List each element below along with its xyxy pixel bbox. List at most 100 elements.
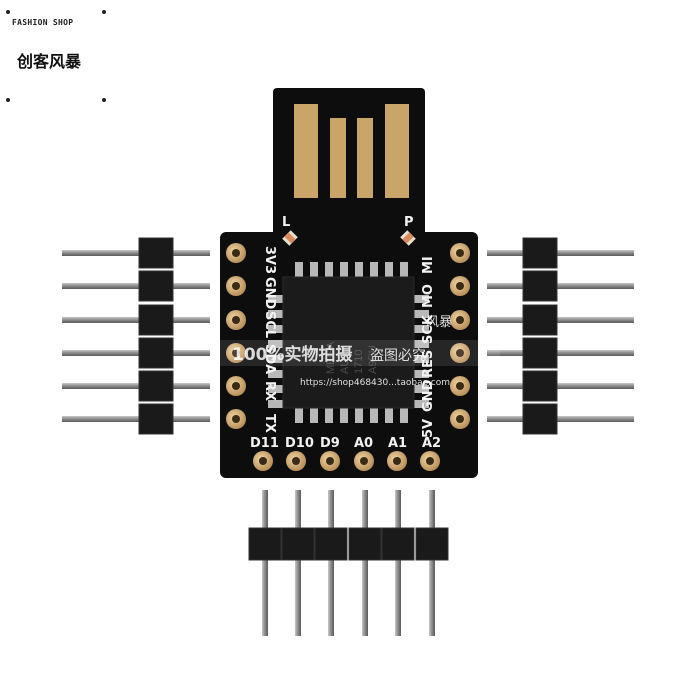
header-block: [348, 527, 382, 561]
solder-pad-hole: [232, 415, 240, 423]
chip-pin: [413, 340, 429, 348]
chip-text: MEGA: [325, 341, 337, 374]
pin-label-a1: A1: [388, 436, 407, 451]
led-label-l: L: [282, 215, 290, 230]
chip-pin: [413, 310, 429, 318]
header-pin: [262, 490, 268, 636]
chip-pin: [413, 400, 429, 408]
atmega-chip: [282, 276, 415, 409]
solder-pad-hole: [232, 349, 240, 357]
solder-pad-hole: [393, 457, 401, 465]
chip-pin: [385, 262, 393, 278]
header-pin: [487, 383, 634, 389]
chip-text: 1710: [353, 350, 365, 374]
right-pin-header: [487, 237, 634, 435]
header-block: [248, 527, 282, 561]
chip-pin: [295, 407, 303, 423]
solder-pad-hole: [232, 282, 240, 290]
header-pin: [62, 317, 210, 323]
header-pin: [62, 416, 210, 422]
header-block: [281, 527, 315, 561]
pin-label-3v3: 3V3: [262, 246, 277, 274]
chip-pin: [268, 340, 284, 348]
watermark: 100%实物拍摄 盗图必究 风暴 https://shop468430...ta…: [220, 315, 500, 388]
chip-pin: [268, 325, 284, 333]
header-pin: [328, 490, 334, 636]
watermark-url: https://shop468430...taobao.com: [300, 378, 450, 388]
solder-pad-hole: [456, 282, 464, 290]
header-block: [138, 370, 174, 402]
header-block: [522, 270, 558, 302]
header-block: [522, 337, 558, 369]
shop-logo-stamp: FASHION SHOP 创客风暴: [6, 10, 106, 102]
pin-label-a2: A2: [422, 436, 441, 451]
chip-pin: [268, 310, 284, 318]
header-pin: [62, 250, 210, 256]
header-block: [138, 337, 174, 369]
chip-pin: [413, 325, 429, 333]
header-block: [314, 527, 348, 561]
usb-contact: [357, 118, 373, 198]
usb-contact: [330, 118, 346, 198]
led-l: [282, 230, 298, 246]
chip-pin: [413, 355, 429, 363]
chip-pin: [370, 262, 378, 278]
chip-pin: [310, 407, 318, 423]
watermark-text: 风暴: [426, 315, 452, 330]
chip-pin: [400, 262, 408, 278]
chip-pin: [340, 262, 348, 278]
shop-brand-small: FASHION SHOP: [12, 18, 74, 27]
header-block: [138, 270, 174, 302]
watermark-text: 盗图必究: [370, 348, 426, 364]
led-label-p: P: [404, 215, 414, 230]
chip-pin: [355, 262, 363, 278]
usb-contact: [294, 104, 318, 198]
bottom-pin-header: [248, 490, 449, 636]
header-block: [522, 237, 558, 269]
header-pin: [429, 490, 435, 636]
shop-brand-main: 创客风暴: [17, 52, 82, 71]
header-block: [415, 527, 449, 561]
chip-pin: [310, 262, 318, 278]
pin-label-tx: TX: [262, 414, 277, 433]
solder-pad-hole: [456, 349, 464, 357]
header-block: [522, 304, 558, 336]
usb-contact: [385, 104, 409, 198]
chip-pin: [355, 407, 363, 423]
solder-pad-hole: [456, 415, 464, 423]
pin-label-d11: D11: [250, 436, 279, 451]
chip-pin: [295, 262, 303, 278]
chip-pin: [268, 370, 284, 378]
solder-pad-hole: [232, 382, 240, 390]
solder-pad-hole: [232, 316, 240, 324]
solder-pad-hole: [326, 457, 334, 465]
header-pin: [395, 490, 401, 636]
solder-pad-hole: [292, 457, 300, 465]
chip-pin: [385, 407, 393, 423]
chip-pin: [400, 407, 408, 423]
chip-pin: [268, 355, 284, 363]
watermark-text: 100%实物拍摄: [232, 344, 354, 365]
header-pin: [62, 283, 210, 289]
chip-text: A9EU: [367, 345, 379, 374]
chip-pins: [268, 262, 429, 423]
header-pin: [487, 416, 634, 422]
chip-pin: [413, 385, 429, 393]
header-pin: [295, 490, 301, 636]
chip-pin: [370, 407, 378, 423]
header-block: [138, 403, 174, 435]
left-pin-header: [62, 237, 210, 435]
pin-label-sda: SDA: [262, 344, 277, 374]
header-pin: [362, 490, 368, 636]
chip-pin: [340, 407, 348, 423]
chip-text: AU: [339, 359, 351, 374]
pad-row: [226, 243, 470, 471]
solder-pad-hole: [426, 457, 434, 465]
pin-label-a0: A0: [354, 436, 373, 451]
pin-label-mi: MI: [421, 256, 436, 274]
header-block: [138, 237, 174, 269]
header-pin: [487, 250, 634, 256]
header-pin: [487, 350, 634, 356]
led-p: [400, 230, 416, 246]
